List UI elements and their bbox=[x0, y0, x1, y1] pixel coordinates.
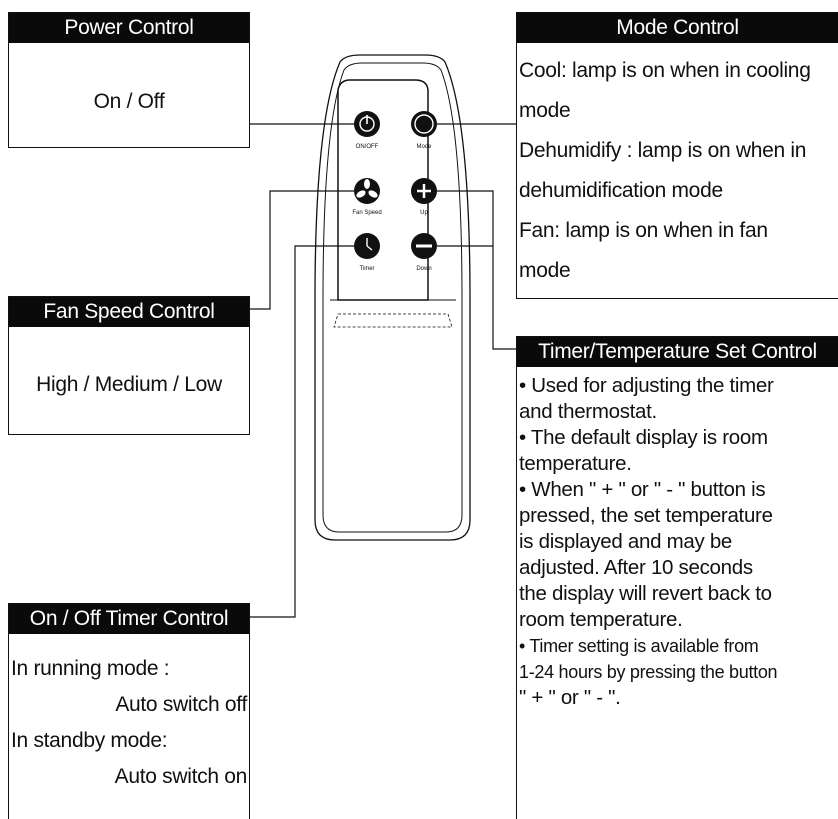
mode-line: mode bbox=[519, 99, 571, 122]
temp-line: is displayed and may be bbox=[519, 530, 733, 553]
timer-label: Timer bbox=[359, 266, 374, 272]
mode-control-title: Mode Control bbox=[517, 13, 838, 43]
mode-line: dehumidification mode bbox=[519, 179, 723, 202]
temp-line: • The default display is room bbox=[519, 426, 768, 449]
plus-icon bbox=[417, 184, 431, 198]
timer-temperature-control-text: • Used for adjusting the timer and therm… bbox=[519, 373, 778, 711]
mode-label: Mode bbox=[416, 144, 432, 150]
timer-line: Auto switch on bbox=[114, 765, 248, 788]
up-label: Up bbox=[420, 210, 428, 216]
on-off-button[interactable]: ON/OFF bbox=[354, 111, 380, 150]
fan-speed-control-title: Fan Speed Control bbox=[9, 297, 249, 327]
temp-line: • Used for adjusting the timer bbox=[519, 374, 774, 397]
mode-line: Dehumidify : lamp is on when in bbox=[519, 139, 807, 162]
mode-line: Fan: lamp is on when in fan bbox=[519, 219, 768, 242]
on-off-timer-control-text: In running mode : Auto switch off In sta… bbox=[11, 651, 247, 795]
timer-temperature-control-box: Timer/Temperature Set Control • Used for… bbox=[516, 336, 838, 819]
mode-line: mode bbox=[519, 259, 571, 282]
fan-icon bbox=[356, 179, 378, 198]
fan-speed-control-text: High / Medium / Low bbox=[36, 373, 222, 396]
on-off-timer-control-box: On / Off Timer Control In running mode :… bbox=[8, 603, 250, 819]
temp-line: 1-24 hours by pressing the button bbox=[519, 662, 778, 682]
power-control-box: Power Control On / Off bbox=[8, 12, 250, 148]
on-off-timer-control-title: On / Off Timer Control bbox=[9, 604, 249, 634]
fan-speed-control-box: Fan Speed Control High / Medium / Low bbox=[8, 296, 250, 435]
timer-line: In standby mode: bbox=[11, 729, 168, 752]
timer-button[interactable]: Timer bbox=[354, 233, 380, 272]
temp-line: " + " or " - ". bbox=[519, 686, 621, 709]
temp-line: • When " + " or " - " button is bbox=[519, 478, 766, 501]
mode-control-box: Mode Control Cool: lamp is on when in co… bbox=[516, 12, 838, 299]
mode-line: Cool: lamp is on when in cooling bbox=[519, 59, 811, 82]
timer-line: Auto switch off bbox=[115, 693, 247, 716]
temp-line: and thermostat. bbox=[519, 400, 657, 423]
clock-icon bbox=[366, 238, 373, 251]
timer-temperature-control-title: Timer/Temperature Set Control bbox=[517, 337, 838, 367]
mode-control-text: Cool: lamp is on when in cooling mode De… bbox=[519, 51, 811, 291]
down-label: Down bbox=[416, 266, 431, 272]
temp-line: the display will revert back to bbox=[519, 582, 772, 605]
down-button[interactable]: Down bbox=[411, 233, 437, 272]
temp-line: • Timer setting is available from bbox=[519, 636, 759, 656]
fan-leader bbox=[250, 190, 354, 310]
temp-line: pressed, the set temperature bbox=[519, 504, 773, 527]
temp-line: room temperature. bbox=[519, 608, 683, 631]
mode-button[interactable]: Mode bbox=[411, 111, 437, 150]
temp-line: adjusted. After 10 seconds bbox=[519, 556, 753, 579]
timer-leader bbox=[250, 245, 354, 618]
fan-speed-label: Fan Speed bbox=[352, 210, 381, 216]
leader-lines bbox=[250, 123, 516, 618]
power-control-title: Power Control bbox=[9, 13, 249, 43]
timer-line: In running mode : bbox=[11, 657, 170, 680]
fan-speed-button[interactable]: Fan Speed bbox=[352, 178, 382, 216]
on-off-label: ON/OFF bbox=[356, 144, 379, 150]
temp-line: temperature. bbox=[519, 452, 632, 475]
remote-control bbox=[314, 54, 471, 541]
up-button[interactable]: Up bbox=[411, 178, 437, 216]
updown-leader bbox=[437, 190, 516, 350]
power-control-text: On / Off bbox=[93, 90, 165, 113]
